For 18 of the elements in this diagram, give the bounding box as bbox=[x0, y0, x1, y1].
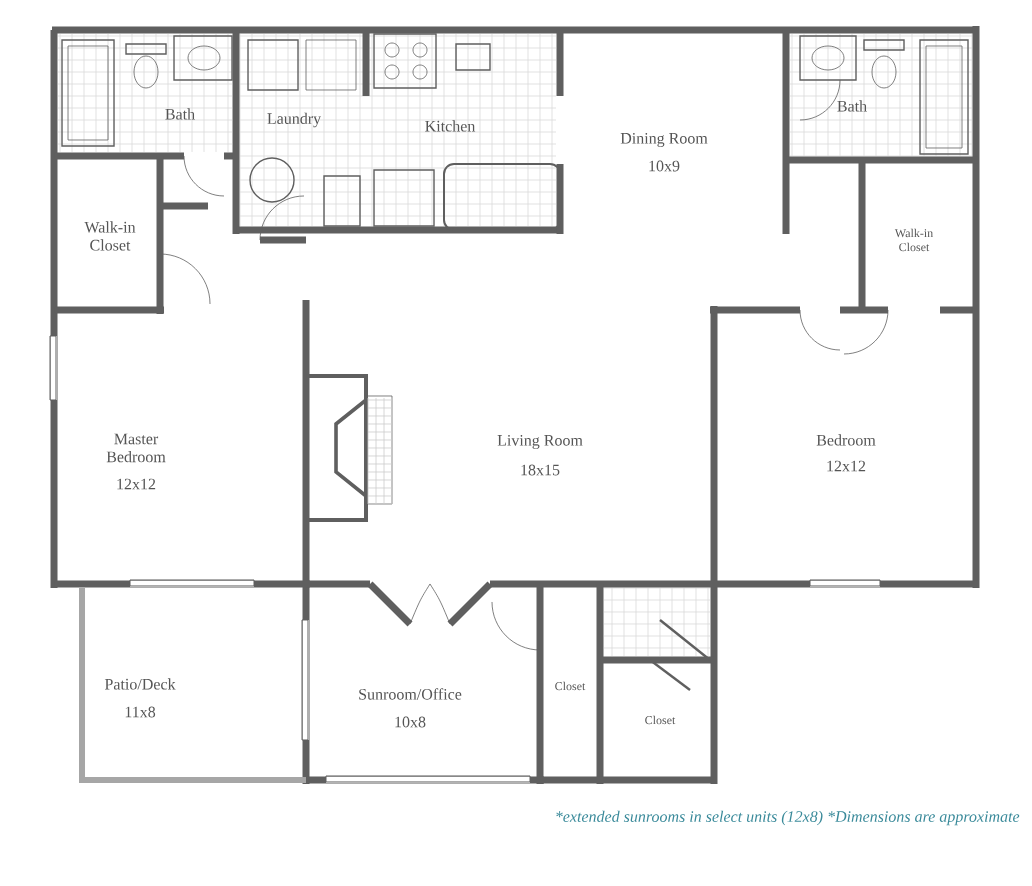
room-label: 18x15 bbox=[521, 464, 560, 476]
room-label: Living Room bbox=[497, 434, 583, 449]
room-label: Patio/Deck bbox=[104, 678, 176, 690]
room-label: Laundry bbox=[267, 112, 322, 128]
room-label: Sunroom/Office bbox=[359, 688, 462, 700]
room-label: Bedroom bbox=[816, 434, 876, 446]
room-label: 12x12 bbox=[117, 478, 156, 490]
room-label: Dining Room bbox=[620, 132, 708, 147]
room-label: Kitchen bbox=[425, 120, 476, 132]
room-label: 10x9 bbox=[649, 160, 680, 172]
room-label: 10x8 bbox=[395, 716, 426, 728]
room-label: Bath bbox=[837, 100, 867, 112]
room-label: Bath bbox=[165, 108, 195, 120]
room-label: 12x12 bbox=[827, 460, 866, 472]
room-label: Walk-in Closet bbox=[84, 221, 136, 251]
room-label: 11x8 bbox=[125, 706, 156, 718]
caption: *extended sunrooms in select units (12x8) *Dimensions are approximate bbox=[556, 810, 1020, 826]
room-label: Master Bedroom bbox=[106, 433, 166, 463]
